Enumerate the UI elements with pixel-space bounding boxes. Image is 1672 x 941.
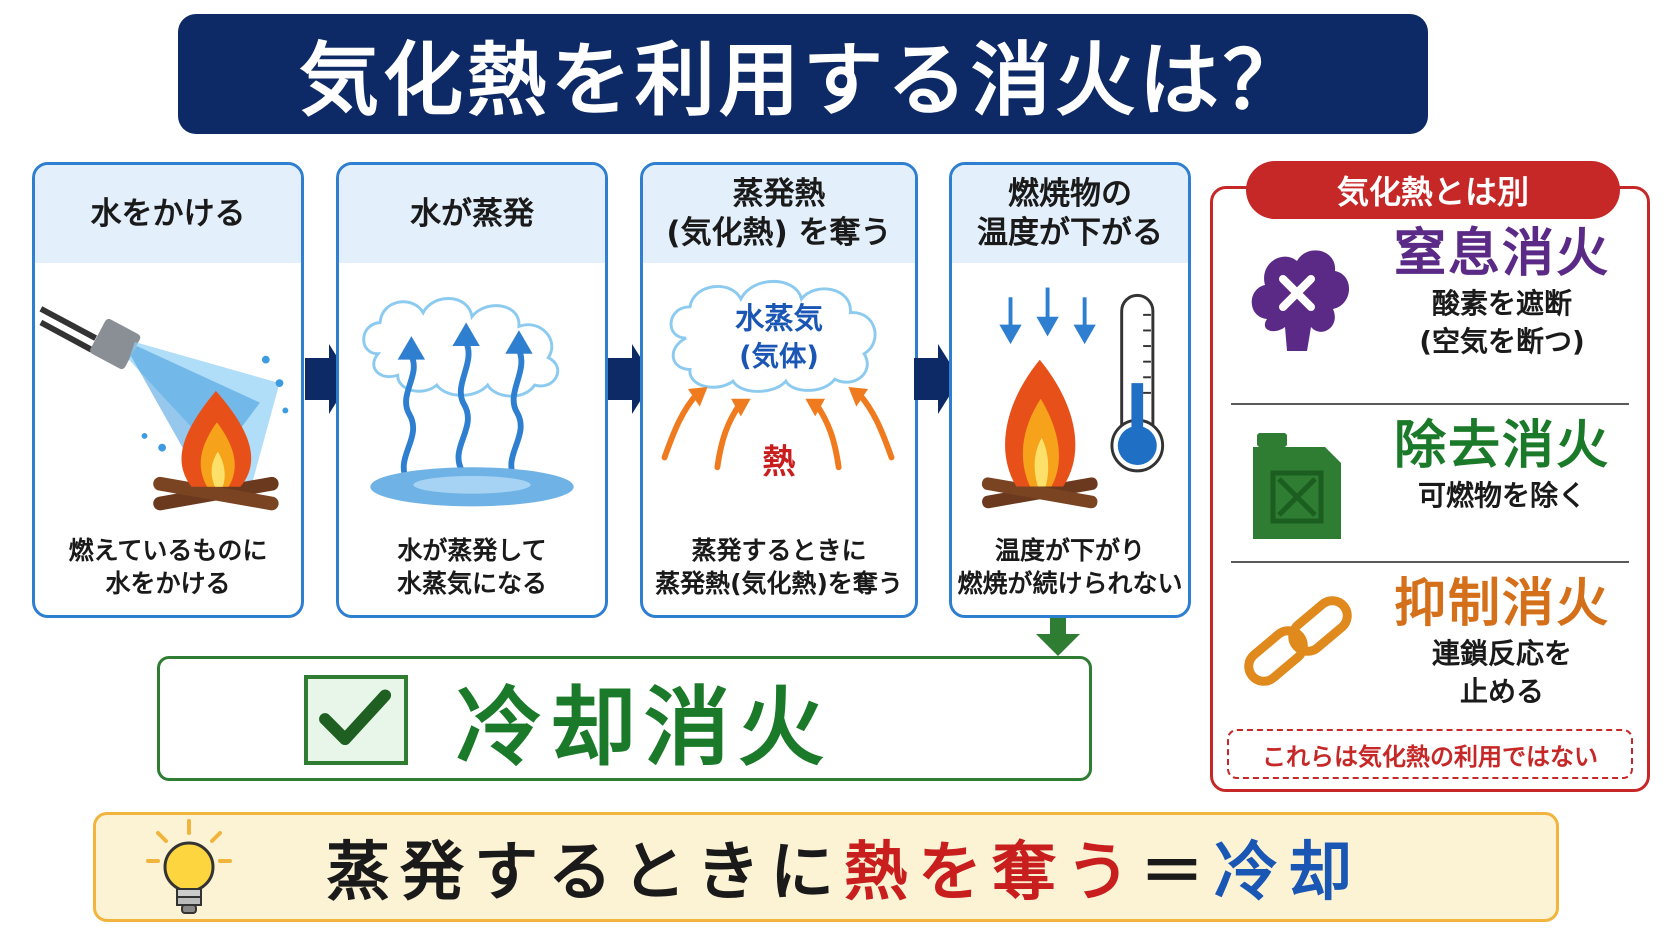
method-suffocation-name: 窒息消火: [1393, 224, 1610, 284]
step-1-card: 水をかける 燃えているものに: [32, 162, 304, 618]
side-panel-note: これらは気化熱の利用ではない: [1227, 729, 1633, 779]
fuel-can-icon: [1253, 433, 1341, 539]
smoke-cross-icon: [1251, 250, 1350, 351]
method-inhibition-desc-1: 連鎖反応を: [1431, 637, 1572, 671]
method-inhibition-text: 抑制消火 連鎖反応を 止める: [1363, 573, 1641, 711]
step-3-card: 蒸発熱 (気化熱) を奪う 水蒸気 (気体) 熱 蒸発する: [640, 162, 918, 618]
step-2-caption-line-2: 水蒸気になる: [396, 569, 547, 599]
result-label: 冷却消火: [456, 677, 832, 778]
vapor-cloud-icon: [669, 279, 877, 393]
method-removal-desc-1: 可燃物を除く: [1417, 479, 1586, 513]
result-box: 冷却消火: [157, 656, 1092, 781]
rising-vapor-icon: [400, 339, 525, 484]
broken-chain-icon: [1244, 596, 1352, 686]
title-bar: 気化熱を利用する消火は？: [178, 14, 1428, 134]
method-removal-name: 除去消火: [1393, 416, 1610, 476]
step-1-heading-line: 水をかける: [90, 195, 246, 232]
down-arrow-icon: [1036, 618, 1080, 656]
step-2-illustration: [339, 263, 605, 513]
step-3-heading: 蒸発熱 (気化熱) を奪う: [643, 165, 915, 263]
step-3-caption-line-2: 蒸発熱(気化熱)を奪う: [655, 569, 903, 599]
step-4-heading-line-2: 温度が下がる: [977, 215, 1163, 251]
method-removal-text: 除去消火 可燃物を除く: [1363, 415, 1641, 515]
step-3-illustration: 水蒸気 (気体) 熱: [643, 263, 915, 513]
side-panel-tag: 気化熱とは別: [1246, 161, 1620, 219]
campfire-icon: [981, 359, 1098, 509]
step-4-caption: 温度が下がり 燃焼が続けられない: [952, 534, 1188, 602]
step-1-caption: 燃えているものに 水をかける: [35, 534, 301, 602]
step-4-caption-line-1: 温度が下がり: [994, 535, 1145, 565]
checkmark-icon: [304, 675, 408, 765]
flow-arrow-icon: [914, 344, 960, 414]
method-inhibition-desc-2: 止める: [1459, 675, 1544, 709]
method-inhibition-name: 抑制消火: [1393, 574, 1610, 634]
step-4-caption-line-2: 燃焼が続けられない: [957, 569, 1183, 599]
method-suffocation-text: 窒息消火 酸素を遮断 (空気を断つ): [1363, 223, 1641, 361]
step-3-heading-line-2: (気化熱) を奪う: [666, 215, 892, 251]
thermometer-icon: [1110, 293, 1165, 473]
step-4-card: 燃焼物の 温度が下がる: [949, 162, 1191, 618]
heat-label: 熱: [762, 442, 795, 481]
summary-text: 蒸発するときに 熱を奪う ＝ 冷却: [326, 815, 1362, 919]
summary-equals: ＝: [1140, 836, 1214, 910]
step-2-caption: 水が蒸発して 水蒸気になる: [339, 534, 605, 602]
cloud-label-line-1: 水蒸気: [735, 301, 823, 335]
cloud-label-line-2: (気体): [739, 340, 819, 372]
campfire-icon: [153, 390, 279, 511]
step-1-heading: 水をかける: [35, 165, 301, 263]
water-puddle-icon: [370, 467, 574, 507]
summary-part-4: 冷却: [1214, 836, 1362, 910]
step-4-heading: 燃焼物の 温度が下がる: [952, 165, 1188, 263]
step-3-caption-line-1: 蒸発するときに: [691, 535, 867, 565]
heat-arrow-heads-icon: [688, 387, 869, 417]
method-suffocation: 窒息消火 酸素を遮断 (空気を断つ): [1213, 213, 1647, 373]
step-1-caption-line-2: 水をかける: [105, 569, 231, 599]
step-3-caption: 蒸発するときに 蒸発熱(気化熱)を奪う: [643, 534, 915, 602]
method-removal: 除去消火 可燃物を除く: [1213, 405, 1647, 565]
step-2-caption-line-1: 水が蒸発して: [397, 535, 547, 565]
lightbulb-icon: [146, 819, 232, 914]
step-4-illustration: [952, 263, 1188, 513]
step-2-heading: 水が蒸発: [339, 165, 605, 263]
method-inhibition: 抑制消火 連鎖反応を 止める: [1213, 563, 1647, 723]
step-2-card: 水が蒸発 水が蒸発して 水蒸気になる: [336, 162, 608, 618]
other-methods-panel: 気化熱とは別 窒息消火 酸素を遮断 (空気を断つ) 除去消火 可燃物を除く: [1210, 161, 1650, 792]
step-3-heading-line-1: 蒸発熱: [732, 176, 826, 213]
step-1-illustration: [35, 263, 301, 513]
step-1-caption-line-1: 燃えているものに: [68, 535, 268, 565]
separator: [1231, 561, 1629, 563]
step-4-heading-line-1: 燃焼物の: [1008, 176, 1132, 213]
vapor-arrow-heads-icon: [397, 322, 533, 360]
method-suffocation-desc-1: 酸素を遮断: [1431, 287, 1572, 321]
cooling-arrows-icon: [999, 287, 1096, 345]
page-title: 気化熱を利用する消火は？: [299, 34, 1307, 127]
summary-part-2: 熱を奪う: [844, 836, 1140, 910]
step-2-heading-line: 水が蒸発: [410, 195, 534, 232]
separator: [1231, 403, 1629, 405]
summary-box: 蒸発するときに 熱を奪う ＝ 冷却: [93, 812, 1559, 922]
water-drops-icon: [141, 355, 289, 452]
summary-part-1: 蒸発するときに: [326, 836, 844, 910]
method-suffocation-desc-2: (空気を断つ): [1419, 325, 1585, 359]
